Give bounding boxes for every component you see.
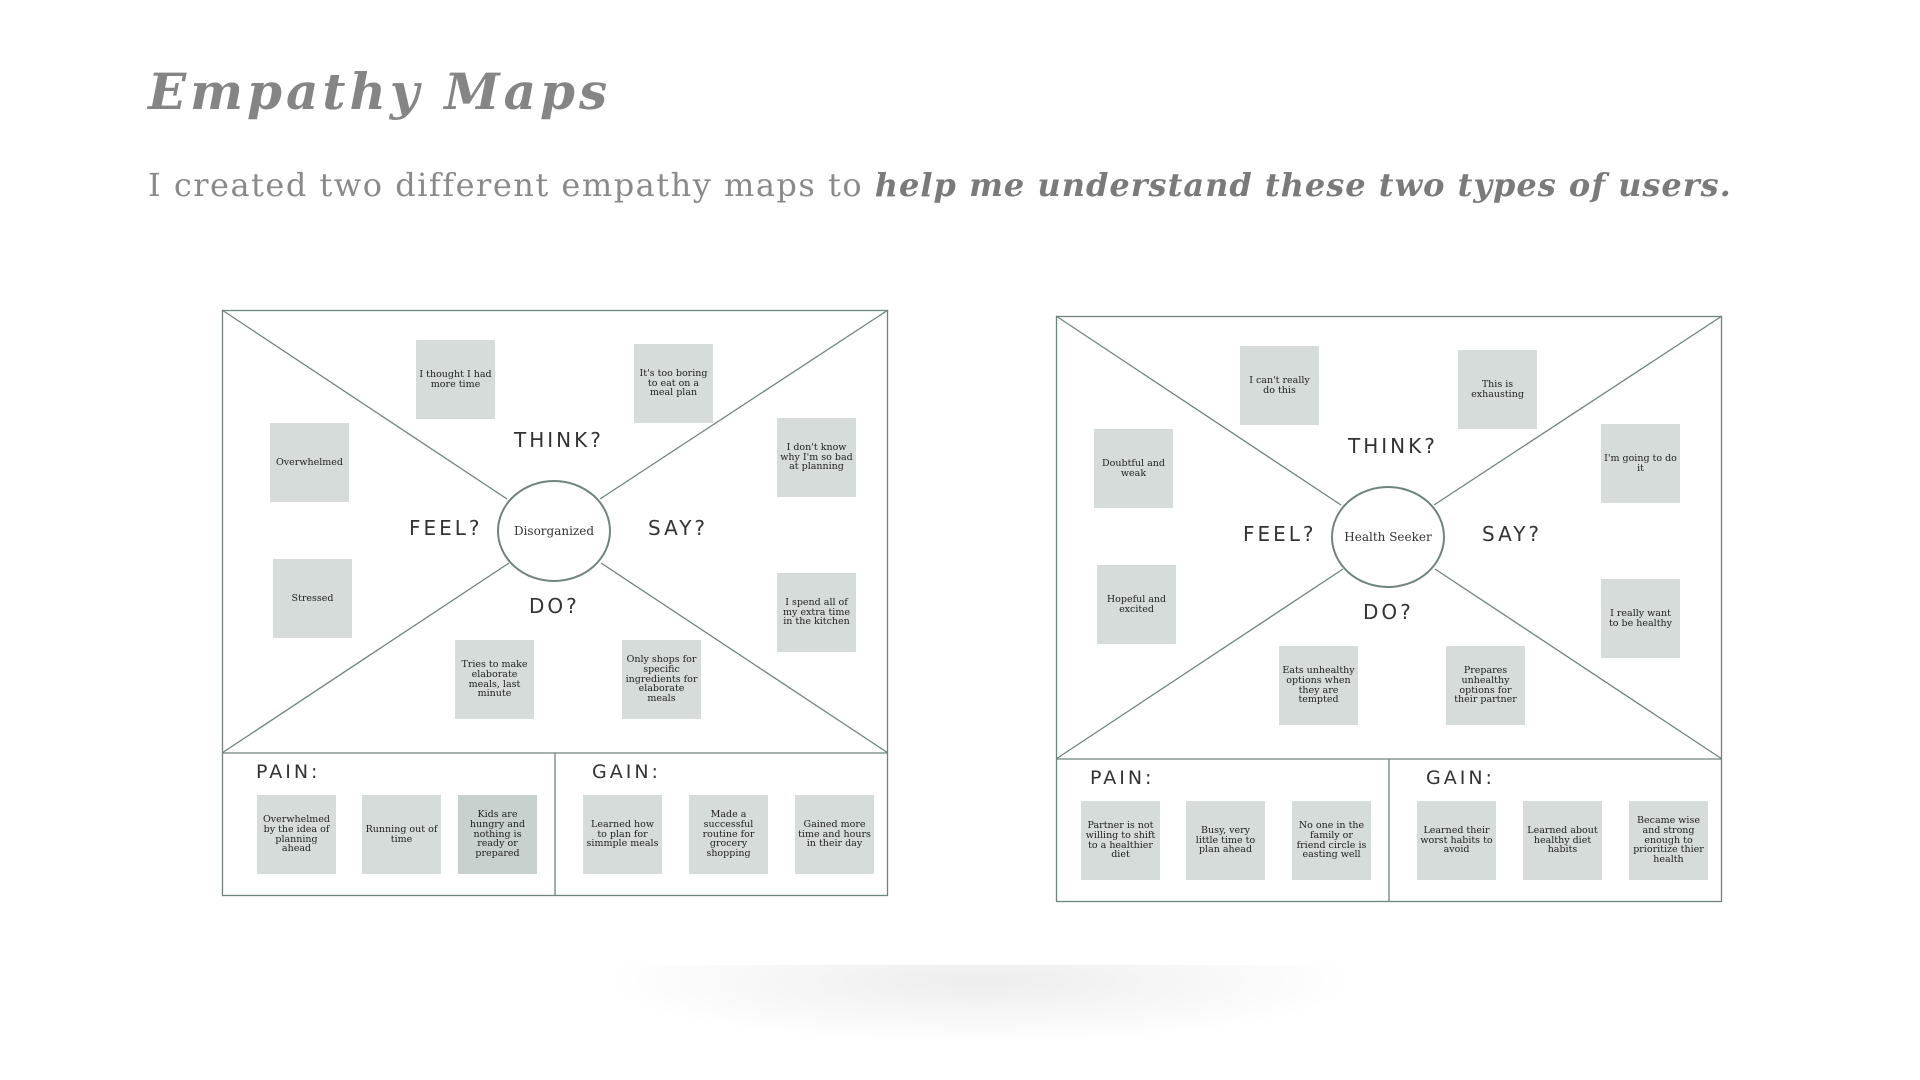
gain-label: GAIN: [1426, 767, 1495, 789]
say-note: I spend all of my extra time in the kitc… [777, 573, 856, 652]
persona-name: Disorganized [513, 524, 595, 538]
pain-note: Overwhelmed by the idea of planning ahea… [257, 795, 336, 874]
feel-note: Hopeful and excited [1097, 565, 1176, 644]
persona-name: Health Seeker [1344, 530, 1432, 544]
pain-note: Running out of time [362, 795, 441, 874]
do-label: DO? [1363, 600, 1414, 624]
pain-note: Partner is not willing to shift to a hea… [1081, 801, 1160, 880]
empathy-map-2: Health Seeker THINK? FEEL? SAY? DO? PAIN… [1055, 315, 1723, 903]
say-note: I really want to be healthy [1601, 579, 1680, 658]
empathy-map-1: Disorganized THINK? FEEL? SAY? DO? PAIN:… [221, 309, 889, 897]
do-note: Only shops for specific ingredients for … [622, 640, 701, 719]
pain-label: PAIN: [256, 761, 321, 783]
do-note: Tries to make elaborate meals, last minu… [455, 640, 534, 719]
page-title: Empathy Maps [148, 62, 612, 121]
think-label: THINK? [514, 428, 604, 452]
map-frame [221, 309, 889, 897]
do-note: Eats unhealthy options when they are tem… [1279, 646, 1358, 725]
say-label: SAY? [648, 516, 709, 540]
feel-label: FEEL? [409, 516, 483, 540]
feel-note: Stressed [273, 559, 352, 638]
gain-label: GAIN: [592, 761, 661, 783]
think-note: This is exhausting [1458, 350, 1537, 429]
gain-note: Became wise and strong enough to priorit… [1629, 801, 1708, 880]
do-label: DO? [529, 594, 580, 618]
think-note: It's too boring to eat on a meal plan [634, 344, 713, 423]
subtitle: I created two different empathy maps to … [148, 166, 1732, 204]
pain-note: Kids are hungry and nothing is ready or … [458, 795, 537, 874]
think-label: THINK? [1348, 434, 1438, 458]
gain-note: Made a successful routine for grocery sh… [689, 795, 768, 874]
pain-note: No one in the family or friend circle is… [1292, 801, 1371, 880]
think-note: I thought I had more time [416, 340, 495, 419]
say-note: I don't know why I'm so bad at planning [777, 418, 856, 497]
feel-label: FEEL? [1243, 522, 1317, 546]
gain-note: Learned about healthy diet habits [1523, 801, 1602, 880]
feel-note: Doubtful and weak [1094, 429, 1173, 508]
gain-note: Learned how to plan for simmple meals [583, 795, 662, 874]
gain-note: Learned their worst habits to avoid [1417, 801, 1496, 880]
think-note: I can't really do this [1240, 346, 1319, 425]
say-label: SAY? [1482, 522, 1543, 546]
feel-note: Overwhelmed [270, 423, 349, 502]
do-note: Prepares unhealthy options for their par… [1446, 646, 1525, 725]
floor-shadow [600, 965, 1360, 1045]
pain-note: Busy, very little time to plan ahead [1186, 801, 1265, 880]
pain-label: PAIN: [1090, 767, 1155, 789]
gain-note: Gained more time and hours in their day [795, 795, 874, 874]
subtitle-emphasis: help me understand these two types of us… [874, 166, 1732, 204]
say-note: I'm going to do it [1601, 424, 1680, 503]
subtitle-plain: I created two different empathy maps to [148, 166, 875, 204]
map-frame [1055, 315, 1723, 903]
